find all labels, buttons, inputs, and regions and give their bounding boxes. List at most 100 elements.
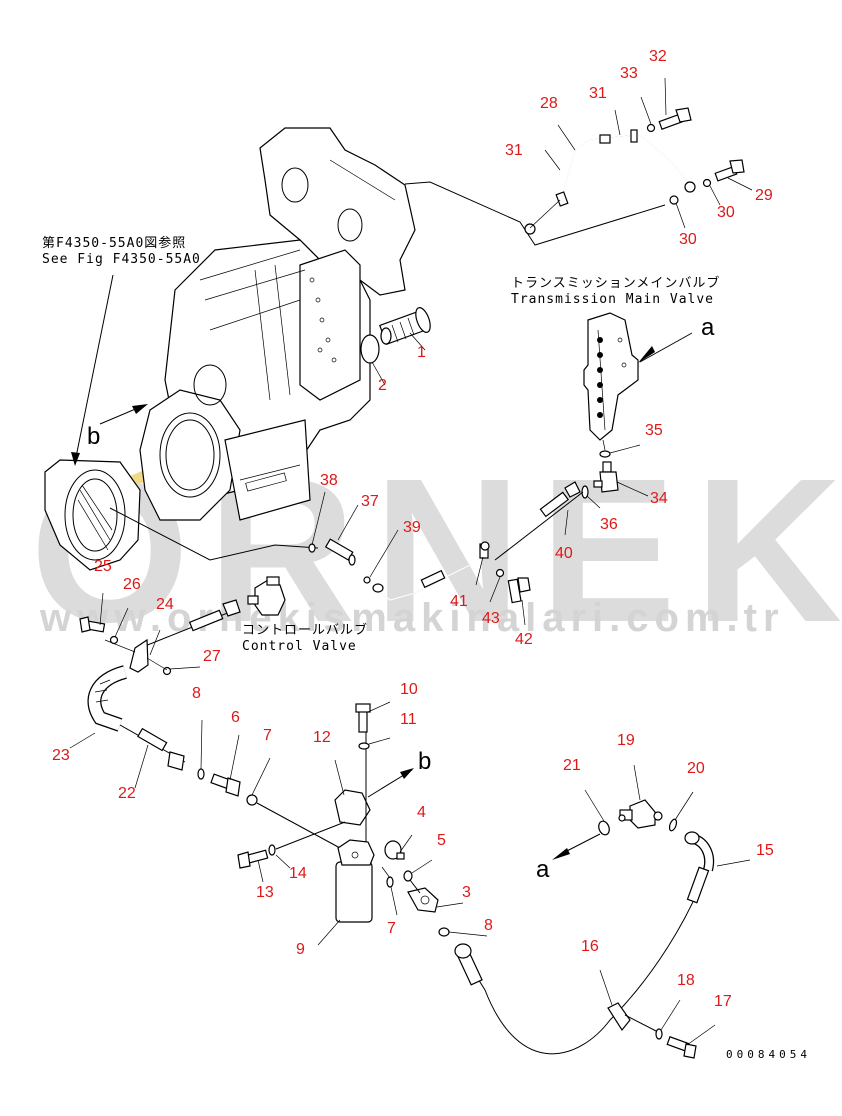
see-fig-note-en: See Fig F4350-55A0 — [42, 252, 201, 267]
transmission-case — [139, 127, 416, 521]
connector-3 — [407, 887, 439, 913]
washer-18 — [655, 1028, 663, 1040]
part-label-18: 18 — [677, 972, 695, 989]
part-label-1: 1 — [417, 344, 426, 361]
part-label-41: 41 — [450, 593, 468, 610]
part-label-30: 30 — [717, 204, 735, 221]
part-label-28: 28 — [540, 95, 558, 112]
leader-b-loop — [109, 507, 319, 561]
o-ring-35 — [599, 450, 611, 458]
hose-22 — [119, 724, 186, 771]
part-label-24: 24 — [156, 596, 174, 613]
o-ring-36 — [581, 485, 589, 499]
part-label-3: 3 — [462, 884, 471, 901]
part-label-26: 26 — [123, 576, 141, 593]
hose-23 — [87, 665, 128, 732]
o-ring-38 — [308, 543, 316, 553]
bell-housing — [44, 459, 141, 571]
part-label-25: 25 — [94, 558, 112, 575]
part-label-22: 22 — [118, 785, 136, 802]
washer-14 — [268, 844, 276, 856]
hose-24 — [134, 599, 241, 651]
watermark-url: www.ornekismakinalari.com.tr — [40, 596, 785, 640]
part-label-42: 42 — [515, 631, 533, 648]
ref-b-left: b — [87, 423, 101, 450]
part-label-32: 32 — [649, 48, 667, 65]
elbow-19 — [618, 799, 663, 829]
part-label-33: 33 — [620, 65, 638, 82]
part-label-38: 38 — [320, 472, 338, 489]
o-ring-7 — [246, 794, 258, 806]
part-label-17: 17 — [714, 993, 732, 1010]
part-label-36: 36 — [600, 516, 618, 533]
part-label-16: 16 — [581, 938, 599, 955]
washer-30b — [669, 195, 679, 205]
bolt-10 — [355, 703, 371, 733]
bolt-25 — [79, 616, 106, 633]
washer-11 — [358, 742, 370, 750]
part-label-12: 12 — [313, 729, 331, 746]
part-label-14: 14 — [289, 865, 307, 882]
part-label-27: 27 — [203, 648, 221, 665]
part-label-13: 13 — [256, 884, 274, 901]
filter-9 — [335, 839, 375, 923]
hose-15 — [454, 831, 714, 1055]
part-label-40: 40 — [555, 545, 573, 562]
clamp-41 — [479, 541, 490, 559]
bolt-32 — [658, 107, 692, 130]
pipe-39 — [372, 564, 471, 601]
part-label-10: 10 — [400, 681, 418, 698]
see-fig-arrow — [74, 274, 114, 463]
part-label-9: 9 — [296, 941, 305, 958]
control-valve — [247, 576, 286, 616]
bracket-24 — [129, 638, 149, 673]
part-label-31: 31 — [505, 142, 523, 159]
part-label-34: 34 — [650, 490, 668, 507]
part-label-2: 2 — [378, 377, 387, 394]
transmission-main-valve — [583, 312, 639, 441]
ref-b-mid: b — [418, 748, 432, 775]
a-arrow-bottom-head — [552, 848, 570, 860]
hose-40 — [494, 481, 584, 561]
ref-a-top: a — [701, 314, 715, 341]
part-label-43: 43 — [482, 610, 500, 627]
o-ring-8b — [438, 927, 450, 937]
o-ring-8 — [197, 768, 205, 780]
part-label-37: 37 — [361, 493, 379, 510]
drawing-number: 00084054 — [726, 1048, 811, 1061]
part-label-5: 5 — [437, 832, 446, 849]
filter-head-12 — [334, 789, 371, 826]
a-arrow — [639, 332, 693, 363]
o-ring-2 — [360, 334, 380, 364]
part-label-15: 15 — [756, 842, 774, 859]
bolt-13 — [237, 849, 269, 869]
part-label-35: 35 — [645, 422, 663, 439]
part-label-7: 7 — [263, 727, 272, 744]
part-label-19: 19 — [617, 732, 635, 749]
strainer-1 — [379, 307, 431, 346]
o-ring-21 — [598, 820, 610, 836]
washer-43 — [495, 568, 505, 578]
bolt-29 — [714, 159, 745, 182]
part-label-39: 39 — [403, 519, 421, 536]
part-label-8: 8 — [484, 917, 493, 934]
ref-a-bottom: a — [536, 856, 550, 883]
part-label-29: 29 — [755, 187, 773, 204]
part-label-20: 20 — [687, 760, 705, 777]
o-ring-5 — [403, 870, 413, 882]
o-ring-7b — [386, 876, 394, 888]
part-label-21: 21 — [563, 757, 581, 774]
o-ring-20 — [668, 818, 678, 832]
part-label-31: 31 — [589, 85, 607, 102]
washer-30 — [702, 178, 712, 188]
elbow-34 — [593, 461, 619, 493]
see-fig-note-jp: 第F4350-55A0図参照 — [42, 236, 187, 251]
connector-37 — [324, 538, 356, 566]
leader-top-loop — [404, 181, 666, 246]
o-ring-39 — [363, 576, 371, 584]
part-label-30: 30 — [679, 231, 697, 248]
part-label-7: 7 — [387, 920, 396, 937]
part-label-8: 8 — [192, 685, 201, 702]
